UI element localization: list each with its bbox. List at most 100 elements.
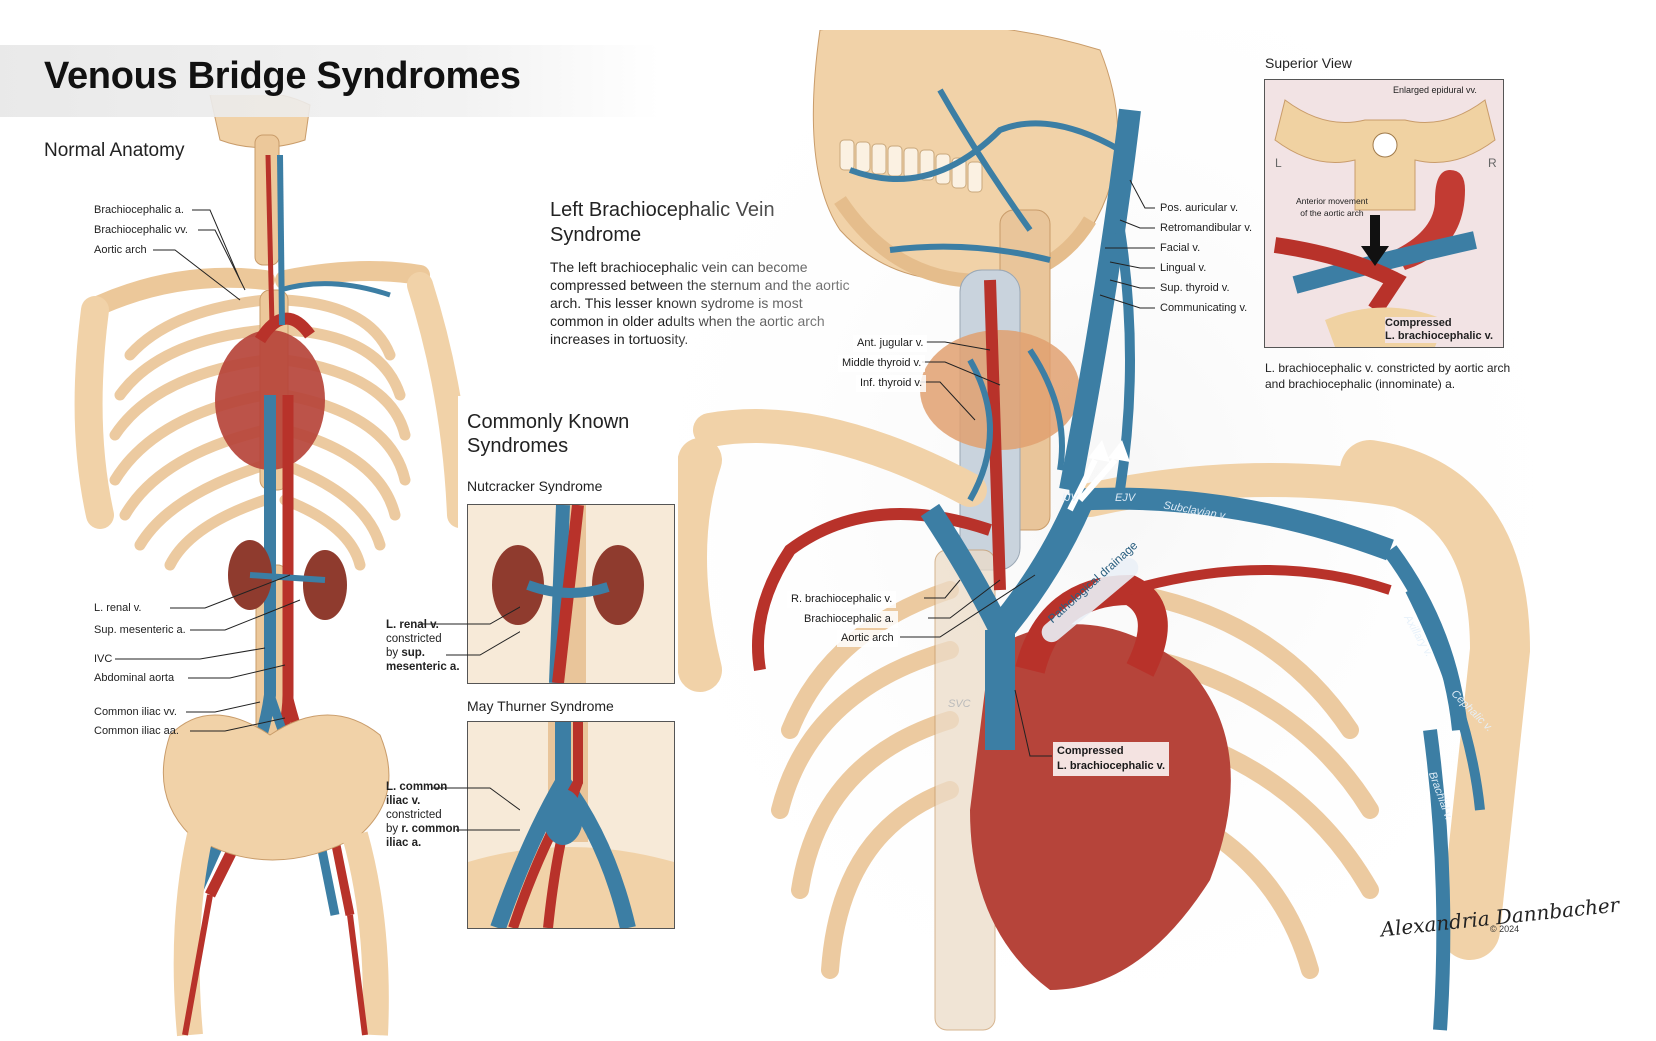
maythurner-inset [467,721,675,929]
subclavian-v [279,281,391,298]
label-sup-thyroid: Sup. thyroid v. [1160,282,1230,294]
superior-view-title: Superior View [1265,55,1352,71]
maythurner-l4b: r. common [401,823,460,835]
superior-view-illustration [1265,80,1503,347]
maythurner-l5: iliac a. [386,837,422,849]
label-common-iliac-vv: Common iliac vv. [94,706,177,718]
jugular-v [277,154,285,326]
nutcracker-l2: constricted [386,633,442,645]
cephalic-v [1405,587,1485,811]
label-aortic-arch: Aortic arch [94,244,147,256]
teeth [839,139,983,193]
maythurner-illustration [468,722,674,928]
label-brachiocephalic-vv: Brachiocephalic vv. [94,224,188,236]
label-r-brachiocephalic-v: R. brachiocephalic v. [787,591,897,608]
normal-anatomy-illustration [74,95,473,1037]
kidney-left [303,550,347,620]
maythurner-l2: iliac v. [386,795,421,807]
inset-leaders [420,606,520,831]
superior-view-inset [1264,79,1504,348]
label-facial: Facial v. [1160,242,1201,254]
renal-v [249,572,326,583]
known-syndromes-title: Commonly Known Syndromes [467,411,630,457]
thyroid [920,330,1080,450]
femur-left [342,831,389,1036]
pelvis [162,714,390,861]
shoulder-left [1340,440,1531,960]
pathological-arrow-head [1088,440,1130,462]
superior-compressed-l1: Compressed [1385,317,1452,329]
humerus-left [74,296,114,529]
label-ivc: IVC [94,653,113,665]
nutcracker-inset [467,504,675,684]
nutcracker-illustration [468,505,674,683]
clavicle-right [275,261,430,290]
label-abdominal-aorta: Abdominal aorta [94,672,175,684]
maythurner-l1: L. common [386,781,448,793]
shoulder-right [670,438,722,692]
superior-enlarged-epidural: Enlarged epidural vv. [1393,84,1477,97]
heart [970,624,1231,990]
label-lingual: Lingual v. [1160,262,1207,274]
label-brachiocephalic-a-neck: Brachiocephalic a. [800,611,898,628]
ijv [1059,108,1141,493]
carotid-a [984,279,1006,591]
label-middle-thyroid: Middle thyroid v. [838,355,926,372]
femoral-vessels [182,894,368,1036]
normal-anatomy-leaders [115,209,301,732]
compressed-iliac-v [543,789,583,845]
subclavian-a-left [1128,565,1392,595]
nutcracker-l3: by sup. [386,646,460,660]
subclavian-v [1069,487,1394,561]
maythurner-l4: by r. common [386,822,460,836]
superior-left: L [1275,156,1282,170]
aortic-arch-top [1395,170,1465,270]
l-brachiocephalic-v [989,494,1093,639]
l-renal-v [526,580,610,598]
anterior-arrow-head [1361,246,1389,266]
maythurner-label: L. common iliac v. constricted by r. com… [386,780,460,850]
kidney-left [592,545,644,625]
clavicle-right [693,409,987,507]
superior-compressed-label: Compressed L. brachiocephalic v. [1385,317,1493,343]
label-communicating: Communicating v. [1160,302,1248,314]
facial-veins [848,88,1122,263]
label-ant-jugular: Ant. jugular v. [853,335,928,352]
label-pos-auricular: Pos. auricular v. [1160,202,1239,214]
copyright: © 2024 [1490,924,1520,934]
kidney-right [492,545,544,625]
pathological-arrow [1067,458,1118,512]
r-brachiocephalic-v [920,503,1010,635]
inline-ejv: EJV [1115,492,1136,504]
aortic-arch [254,312,315,344]
label-compressed-lbv: Compressed L. brachiocephalic v. [1053,742,1169,776]
maythurner-title: May Thurner Syndrome [467,698,614,714]
nutcracker-l1: L. renal v. [386,619,439,631]
label-brachiocephalic-a: Brachiocephalic a. [94,204,184,216]
nutcracker-l3b: sup. [401,647,425,659]
clavicle-left [90,267,275,315]
superior-right: R [1488,156,1497,170]
page-title: Venous Bridge Syndromes [44,55,521,97]
compressed-line-2: L. brachiocephalic v. [1057,760,1165,772]
nutcracker-label: L. renal v. constricted by sup. mesenter… [386,618,460,674]
nutcracker-l4: mesenteric a. [386,661,460,673]
brachiocephalic-a-top [1273,237,1407,315]
label-sup-mesenteric-a: Sup. mesenteric a. [94,624,186,636]
label-common-iliac-aa: Common iliac aa. [94,725,179,737]
nutcracker-title: Nutcracker Syndrome [467,478,603,494]
maythurner-l4a: by [386,823,399,835]
title-band [0,45,660,117]
superior-anterior-l2: of the aortic arch [1300,208,1364,218]
label-retromandibular: Retromandibular v. [1160,222,1253,234]
l-brachiocephalic-v-top [1292,231,1477,294]
superior-view-caption: L. brachiocephalic v. constricted by aor… [1265,361,1511,391]
pathological-band [1041,557,1139,643]
compressed-line-1: Compressed [1057,745,1124,757]
label-inf-thyroid: Inf. thyroid v. [856,375,927,392]
spinal-canal [1372,132,1398,158]
brachial-v [1423,729,1451,1031]
label-aortic-arch-neck: Aortic arch [837,630,898,647]
superior-compressed-l2: L. brachiocephalic v. [1385,330,1493,342]
carotid-a [265,154,275,326]
